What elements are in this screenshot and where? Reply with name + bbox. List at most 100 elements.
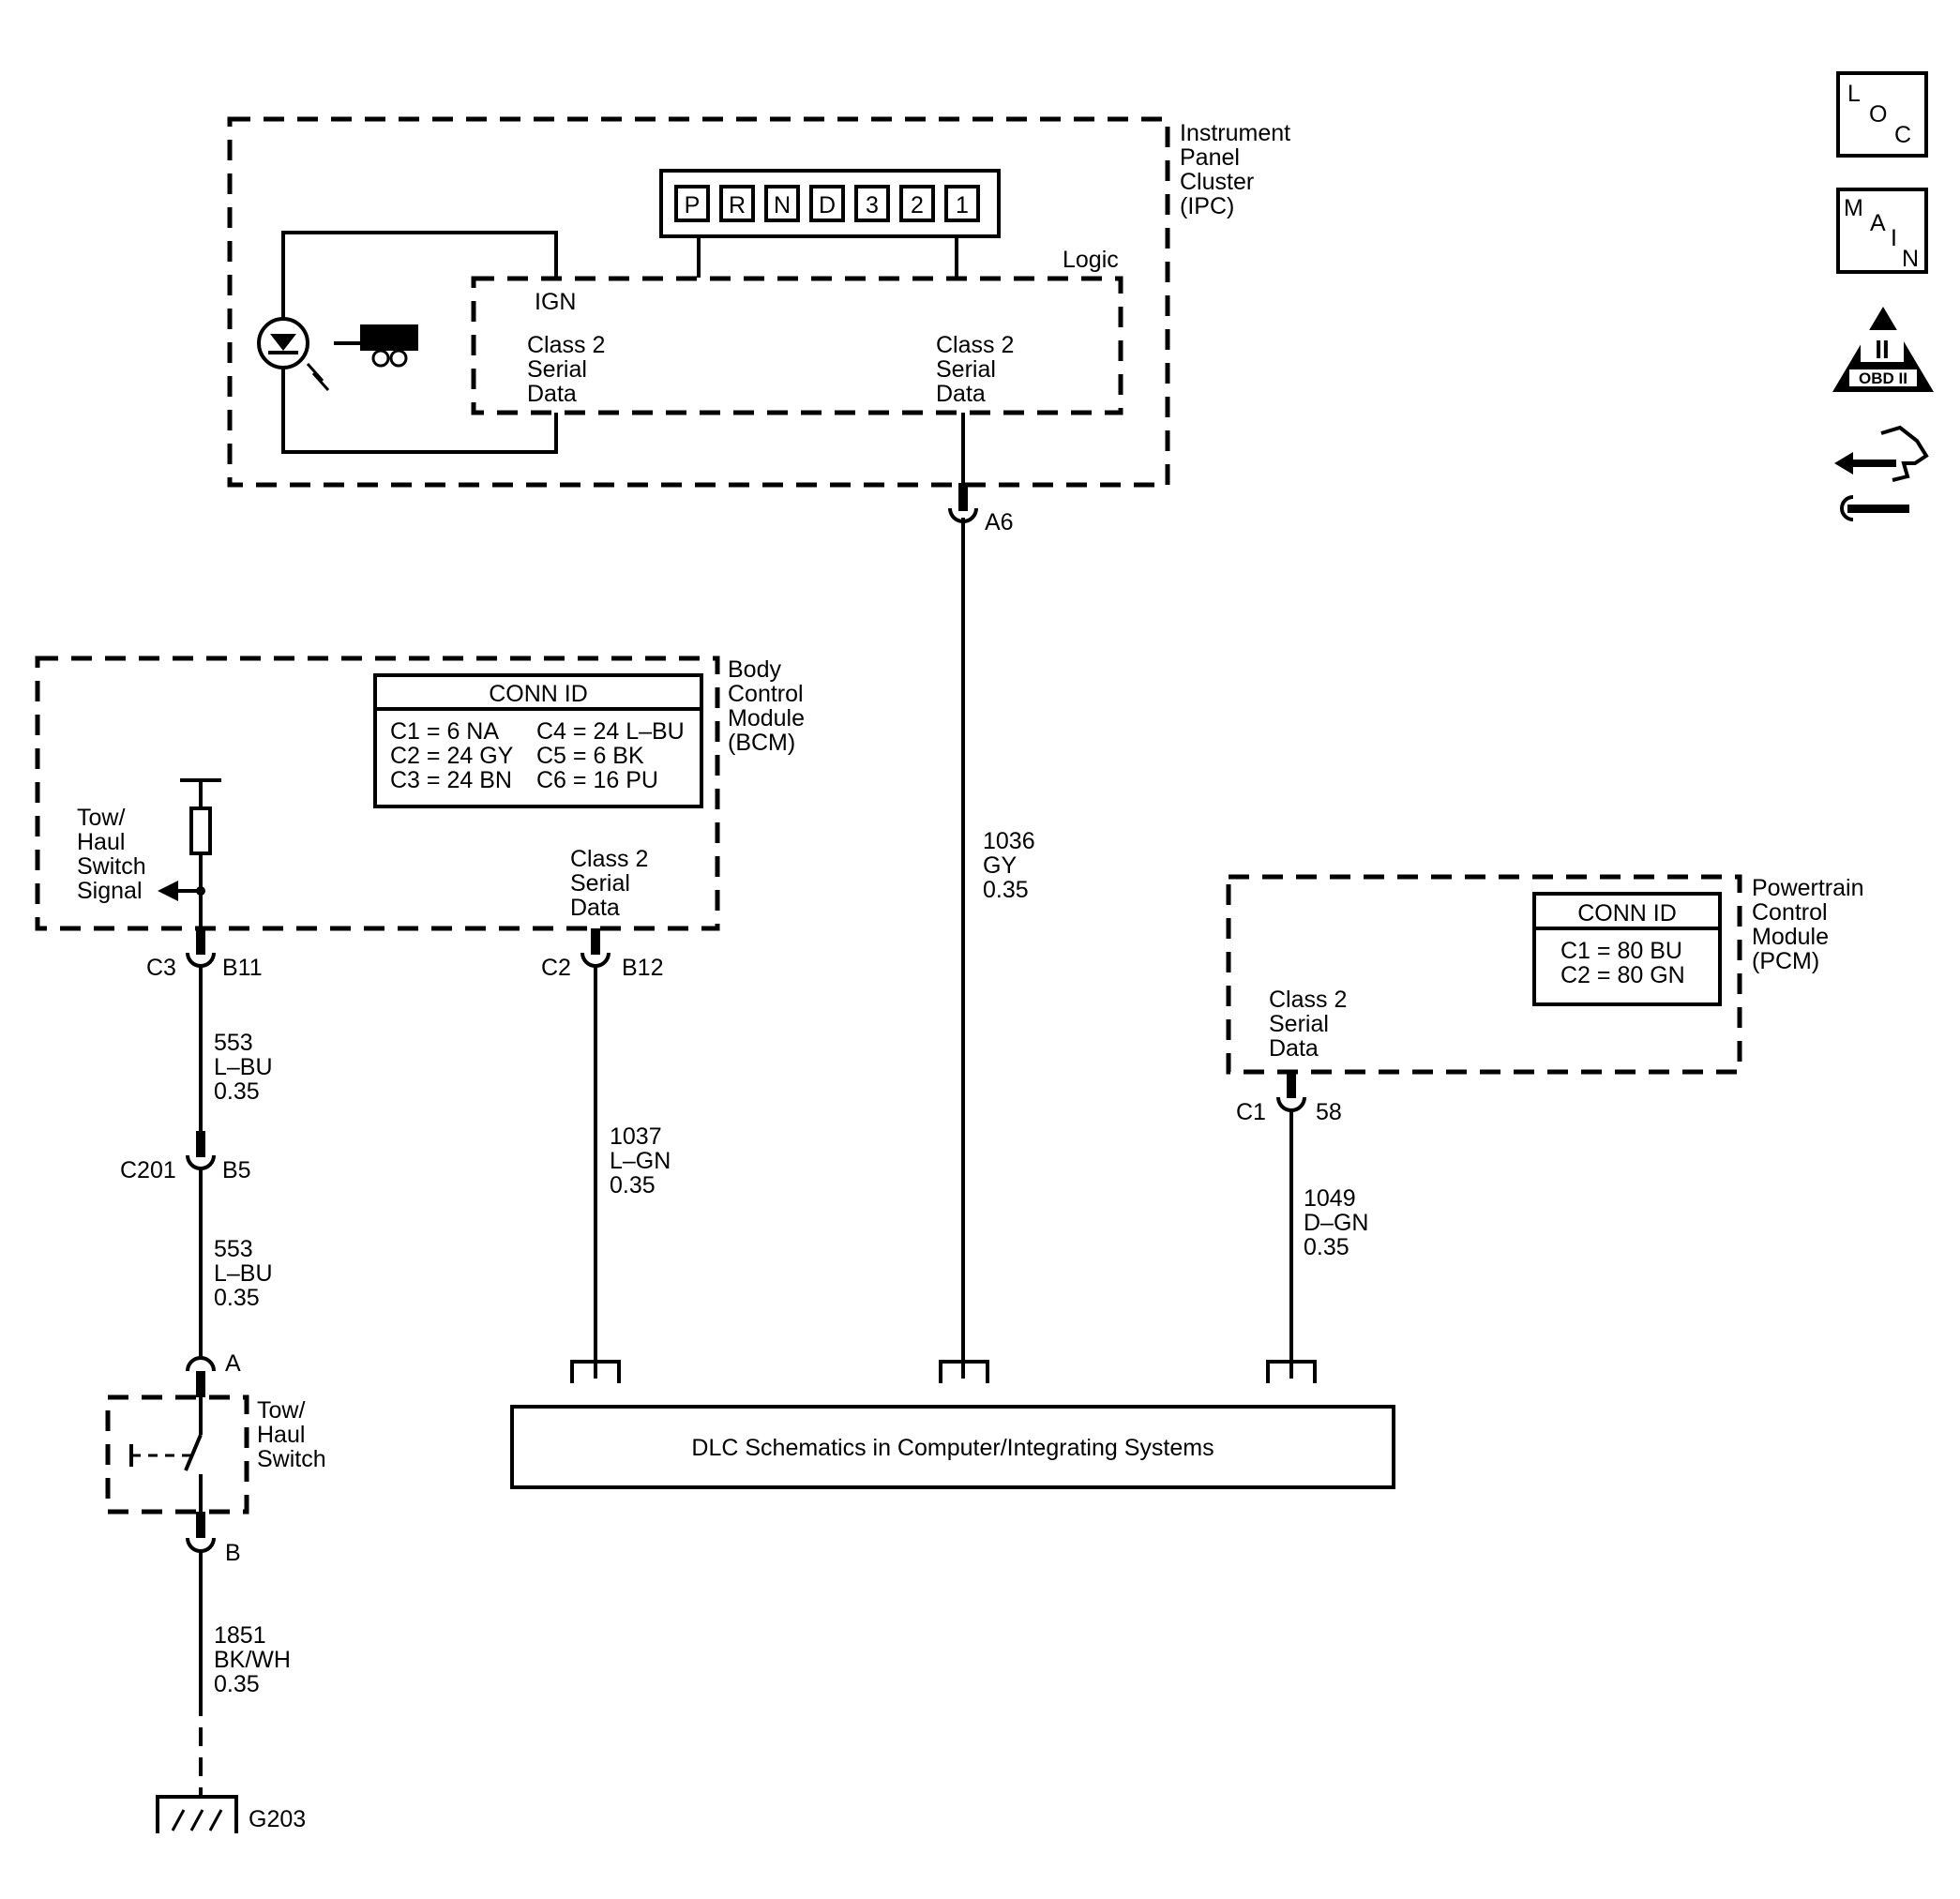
trailer-led-loop — [281, 231, 558, 454]
ipc-serial-left-3: Data — [527, 381, 577, 407]
bcm-label-4: (BCM) — [728, 730, 795, 756]
pcm-serial-1: Class 2 — [1269, 987, 1347, 1013]
bcm-serial-1: Class 2 — [570, 846, 648, 872]
pcm-boundary — [1226, 874, 1742, 1075]
bcm-boundary — [35, 656, 720, 931]
ground-icon — [156, 1795, 238, 1833]
pcm-conn-id-title: CONN ID — [1577, 900, 1677, 927]
switch-pin-a-label: A — [225, 1350, 241, 1377]
pcm-module[interactable]: Powertrain Control Module (PCM) CONN ID … — [1226, 874, 1864, 1125]
prndl-cell-3 — [809, 185, 845, 222]
connector-pcm-c1-58[interactable] — [1276, 1096, 1306, 1112]
tow-signal-label-2: Haul — [77, 829, 125, 855]
connector-c3-b11[interactable] — [186, 952, 216, 968]
connector-b12-label: B12 — [622, 955, 663, 981]
bcm-conn-id-table: CONN ID C1 = 6 NA C4 = 24 L–BU C2 = 24 G… — [373, 673, 703, 808]
wire-553a-label-2: L–BU — [214, 1054, 273, 1080]
bcm-serial-2: Serial — [570, 870, 630, 897]
bcm-serial-3: Data — [570, 895, 620, 921]
connector-pcm-58-label: 58 — [1316, 1099, 1342, 1125]
connector-c3-label: C3 — [146, 955, 176, 981]
dlc-box[interactable] — [510, 1405, 1395, 1489]
connector-b11-label: B11 — [222, 955, 263, 981]
pcm-conn-c2: C2 = 80 GN — [1560, 962, 1685, 988]
pcm-conn-c1: C1 = 80 BU — [1560, 938, 1682, 964]
ipc-serial-right-3: Data — [936, 381, 986, 407]
ipc-serial-right-2: Serial — [936, 356, 996, 383]
obd-label: OBD II — [1859, 369, 1907, 387]
dlc-terminals — [570, 1360, 1317, 1383]
connector-pin-b[interactable] — [186, 1537, 216, 1553]
logic-boundary — [471, 276, 1123, 415]
connector-c2-label: C2 — [541, 955, 571, 981]
main-icon[interactable]: M A I N — [1836, 188, 1928, 274]
bcm-conn-c6: C6 = 16 PU — [536, 767, 658, 793]
wire-553a-label-1: 553 — [214, 1030, 253, 1056]
obd-numeral: II — [1875, 335, 1890, 364]
prndl-cell-2 — [764, 185, 800, 222]
wire-1851-label-1: 1851 — [214, 1622, 266, 1649]
wire-1036-label-1: 1036 — [983, 828, 1035, 854]
pullup-resistor-icon — [189, 806, 212, 855]
wire-1851-label-2: BK/WH — [214, 1647, 291, 1673]
connector-pcm-c1-label: C1 — [1236, 1099, 1266, 1125]
connector-b5-label: B5 — [222, 1157, 251, 1183]
tow-signal-label-3: Switch — [77, 853, 146, 880]
switch-boundary — [105, 1394, 249, 1515]
prndl-letter-3: D — [819, 192, 836, 219]
bcm-conn-c1: C1 = 6 NA — [390, 718, 499, 745]
tow-haul-switch[interactable]: A B Tow/ Haul Switch — [105, 1350, 326, 1566]
main-letter-n: N — [1902, 246, 1919, 272]
bcm-label-1: Body — [728, 656, 781, 683]
main-letter-i: I — [1891, 225, 1897, 251]
connector-pin-a[interactable] — [186, 1356, 216, 1372]
switch-contact-icon — [184, 1434, 203, 1471]
ipc-serial-left-1: Class 2 — [527, 332, 605, 358]
bcm-conn-c2: C2 = 24 GY — [390, 743, 514, 769]
switch-label-2: Haul — [257, 1422, 305, 1448]
bcm-conn-c3: C3 = 24 BN — [390, 767, 512, 793]
wire-1049-label-3: 0.35 — [1304, 1234, 1349, 1260]
ground-g203[interactable]: G203 — [156, 1795, 306, 1833]
led-icon — [257, 317, 330, 391]
bcm-conn-c4: C4 = 24 L–BU — [536, 718, 685, 745]
prndl-cell-6 — [944, 185, 980, 222]
switch-label-1: Tow/ — [257, 1397, 305, 1424]
wire-553b-label-2: L–BU — [214, 1260, 273, 1287]
switch-label-3: Switch — [257, 1446, 326, 1472]
wire-1036-label-2: GY — [983, 852, 1017, 879]
wire-1037-label-3: 0.35 — [610, 1172, 656, 1198]
bcm-module[interactable]: Body Control Module (BCM) CONN ID C1 = 6… — [35, 656, 805, 981]
loc-letter-o: O — [1869, 101, 1887, 128]
obd-ii-icon[interactable]: II OBD II — [1832, 307, 1934, 392]
bcm-conn-c5: C5 = 6 BK — [536, 743, 644, 769]
bcm-conn-id-title: CONN ID — [489, 681, 588, 707]
logic-label: Logic — [1063, 247, 1119, 273]
connector-c201-label: C201 — [120, 1157, 176, 1183]
connector-c201-b5[interactable] — [186, 1154, 216, 1170]
prndl-letter-2: N — [774, 192, 791, 219]
connector-c2-b12[interactable] — [580, 952, 611, 968]
wire-553b-label-1: 553 — [214, 1236, 253, 1262]
diagnostic-tool-icon[interactable] — [1834, 425, 1929, 521]
pcm-serial-2: Serial — [1269, 1011, 1329, 1037]
bcm-label-2: Control — [728, 681, 804, 707]
main-letter-m: M — [1844, 195, 1863, 221]
ipc-label-2: Panel — [1180, 144, 1240, 171]
loc-icon[interactable]: L O C — [1836, 71, 1928, 158]
prndl-letter-4: 3 — [866, 192, 879, 219]
prndl-cell-1 — [719, 185, 755, 222]
wire-553a-label-3: 0.35 — [214, 1078, 260, 1105]
ipc-label-3: Cluster — [1180, 169, 1254, 195]
ipc-label-4: (IPC) — [1180, 193, 1234, 219]
prndl-cell-5 — [899, 185, 935, 222]
wire-1036-label-3: 0.35 — [983, 877, 1029, 903]
ipc-serial-right-1: Class 2 — [936, 332, 1014, 358]
prndl-cell-0 — [674, 185, 710, 222]
pcm-serial-3: Data — [1269, 1035, 1319, 1062]
ground-label: G203 — [249, 1806, 306, 1832]
switch-pin-b-label: B — [225, 1540, 241, 1566]
